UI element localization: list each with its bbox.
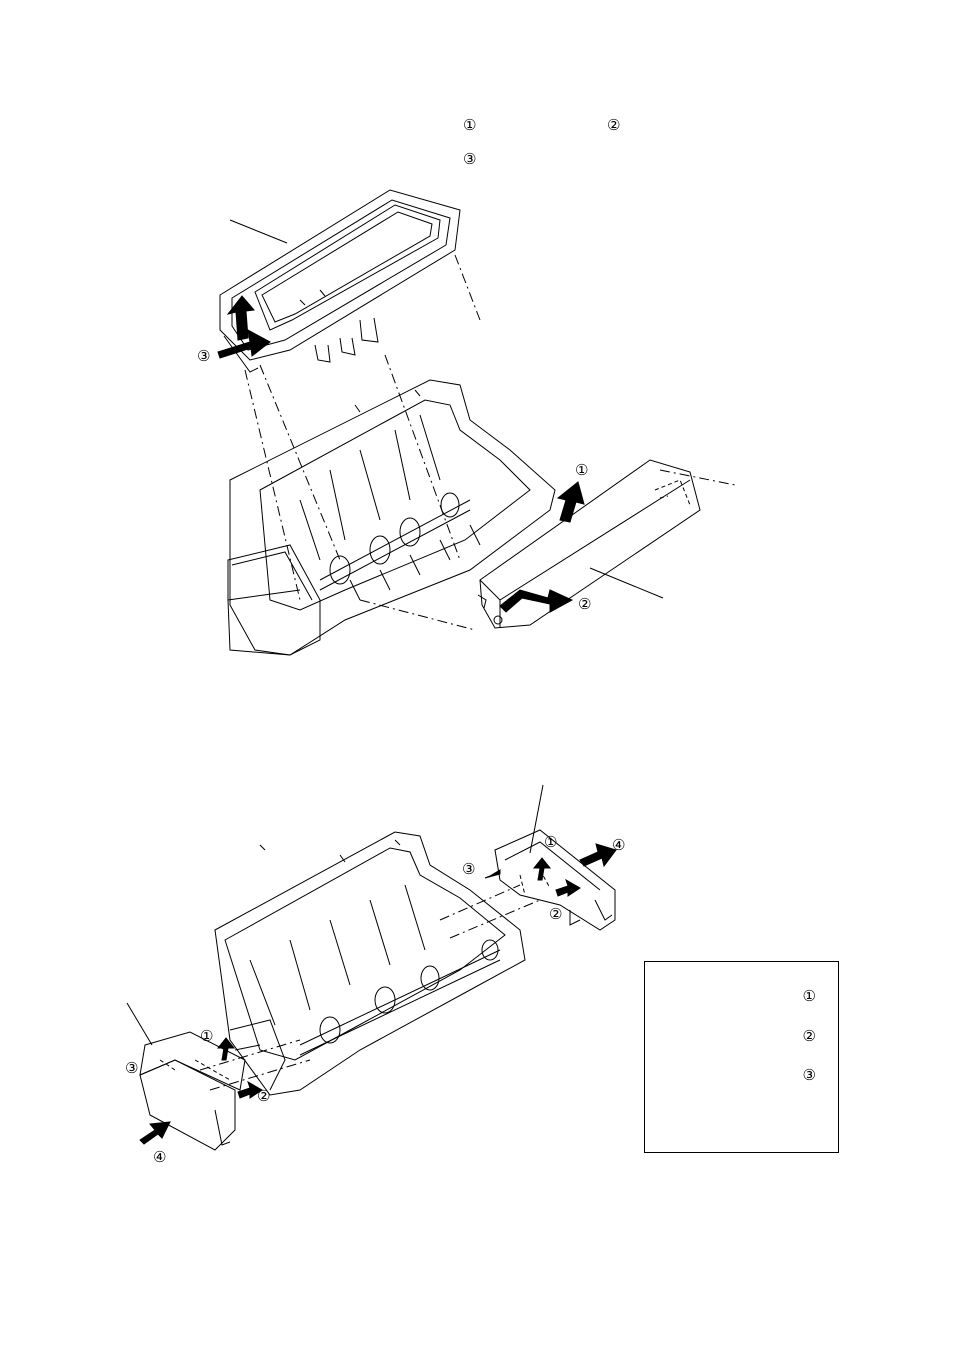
bottom-mechanism-illustration xyxy=(215,832,525,1095)
roller-up-label: ① xyxy=(575,461,588,479)
note-item-1-marker: ① xyxy=(803,987,816,1005)
note-box: ① ② ③ xyxy=(644,961,839,1153)
alignment-lines xyxy=(245,255,735,630)
left-cover-label-2: ② xyxy=(257,1087,270,1105)
bottom-alignment-lines xyxy=(200,885,540,1090)
cover-lift-arrow xyxy=(218,296,270,358)
note-item-2-marker: ② xyxy=(803,1027,816,1045)
left-cover-label-4: ④ xyxy=(153,1148,166,1166)
cover-arrow-label: ③ xyxy=(197,347,210,365)
right-cover-label-2: ② xyxy=(549,905,562,923)
cover-leader-line xyxy=(230,220,287,243)
right-cover-label-1: ① xyxy=(544,833,557,851)
roller-slide-label: ② xyxy=(578,595,591,613)
roller-leader-line xyxy=(590,568,663,598)
left-cover-leader-line xyxy=(127,1003,152,1045)
right-cover-label-4: ④ xyxy=(612,836,625,854)
left-side-cover-illustration xyxy=(127,1003,245,1150)
top-exploded-diagram: ③ ① ② xyxy=(0,0,954,700)
left-cover-label-1: ① xyxy=(200,1027,213,1045)
mechanism-base-illustration xyxy=(228,380,555,655)
right-cover-arrows xyxy=(485,844,616,896)
right-cover-label-3: ③ xyxy=(462,860,475,878)
left-cover-label-3: ③ xyxy=(125,1059,138,1077)
note-item-3-marker: ③ xyxy=(803,1066,816,1084)
left-cover-arrows xyxy=(140,1038,262,1144)
